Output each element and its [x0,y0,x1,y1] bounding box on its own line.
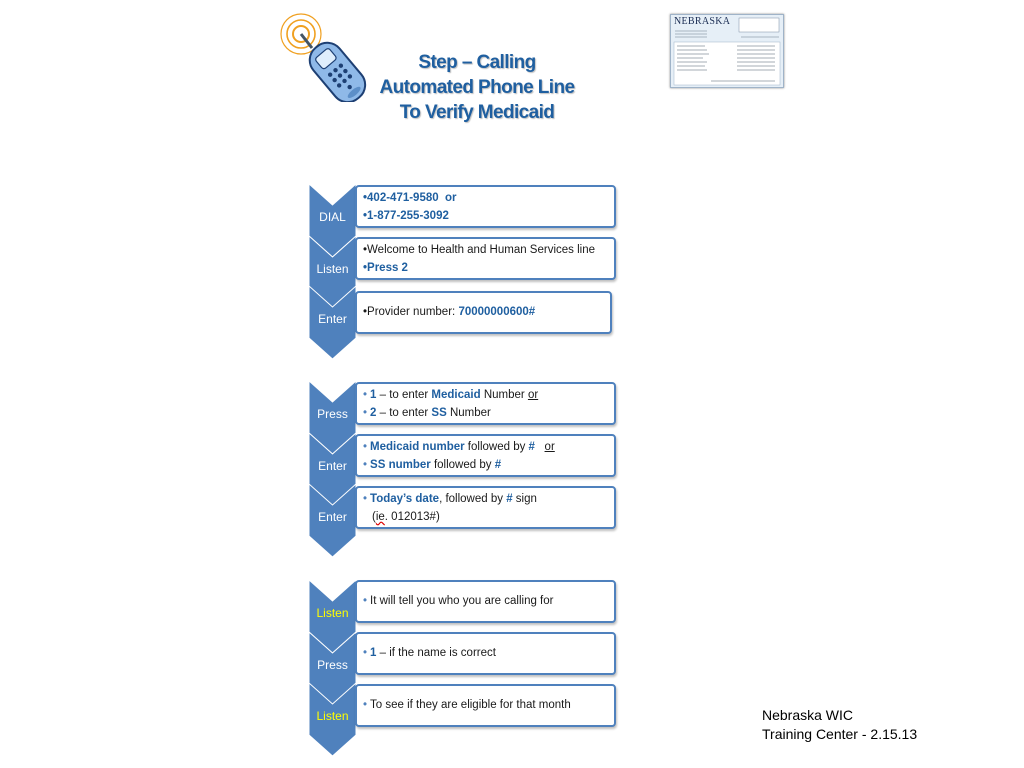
medicaid-card-image: NEBRASKA [670,14,784,88]
step-instruction-box: •It will tell you who you are calling fo… [355,580,616,623]
instruction-line: •Today’s date, followed by # sign [363,490,606,508]
instruction-line: •Provider number: 70000000600# [363,303,602,321]
step-instruction-box: •1 – if the name is correct [355,632,616,675]
step-label-dial: DIAL [319,210,346,224]
bullet-icon: • [363,699,368,711]
instruction-text: To see if they are eligible for that mon… [370,699,571,711]
title-line-2: Automated Phone Line [379,77,576,98]
instruction-text: ( [372,511,376,523]
instruction-line: •1-877-255-3092 [363,207,606,225]
step-instruction-box: •Provider number: 70000000600# [355,291,612,334]
step-label-listen: Listen [316,606,349,620]
instruction-text: Medicaid [431,389,481,401]
chevron-arrow-shape [309,433,356,507]
instruction-line: •It will tell you who you are calling fo… [363,592,606,610]
instruction-text: It will tell you who you are calling for [370,595,554,607]
chevron-arrow-shape [309,632,356,706]
chevron-arrow-shape [309,580,356,654]
instruction-text: or [544,441,555,453]
step-instruction-box: •Welcome to Health and Human Services li… [355,237,616,280]
chevron-arrow-shape [309,683,356,757]
instruction-text: SS number [370,459,431,471]
bullet-icon: • [363,441,368,453]
chevron-arrow-shape [309,381,356,455]
footer: Nebraska WIC Training Center - 2.15.13 [762,706,917,744]
chevron-arrow-shape [309,184,356,258]
instruction-text: SS [431,407,447,419]
instruction-text: , followed by [439,493,507,505]
page-title: Step – Calling Automated Phone Line To V… [340,50,614,125]
instruction-text: # [528,441,535,453]
instruction-text: 1 [370,389,377,401]
instruction-line: •1 – if the name is correct [363,644,606,662]
instruction-text: •1-877-255-3092 [363,210,449,222]
instruction-text: # [506,493,513,505]
step-instruction-box: •To see if they are eligible for that mo… [355,684,616,727]
title-line-1: Step – Calling [418,52,536,73]
instruction-line: •402-471-9580 or [363,189,606,207]
chevron-arrow-shape [309,484,356,558]
instruction-text: •402-471-9580 or [363,192,457,204]
step-label-listen: Listen [316,262,349,276]
instruction-line: •Welcome to Health and Human Services li… [363,241,606,259]
step-instruction-box: •Today’s date, followed by # sign(ie. 01… [355,486,616,529]
instruction-text: sign [512,493,537,505]
step-label-enter: Enter [318,312,347,326]
instruction-text: or [527,389,539,401]
instruction-line: (ie. 012013#) [363,508,606,526]
step-label-listen: Listen [316,709,349,723]
instruction-text: •Welcome to Health and Human Services li… [363,244,596,256]
step-label-enter: Enter [318,459,347,473]
instruction-text: Today’s date [370,493,440,505]
step-label-enter: Enter [318,510,347,524]
instruction-text: – to enter [376,389,432,401]
card-state-name: NEBRASKA [674,16,731,27]
instruction-text: # [494,459,502,471]
cell-phone-icon [280,13,367,102]
bullet-icon: • [363,647,368,659]
instruction-text: ie [375,511,385,523]
chevron-arrow-shape [309,236,356,310]
instruction-line: •Medicaid number followed by # or [363,438,606,456]
step-instruction-box: •1 – to enter Medicaid Number or•2 – to … [355,382,616,425]
instruction-line: •1 – to enter Medicaid Number or [363,386,606,404]
instruction-text [535,441,545,453]
instruction-line: •To see if they are eligible for that mo… [363,696,606,714]
instruction-text: Number [480,389,528,401]
bullet-icon: • [363,389,368,401]
title-line-3: To Verify Medicaid [399,102,555,123]
instruction-text: Number [446,407,491,419]
step-instruction-box: •402-471-9580 or •1-877-255-3092 [355,185,616,228]
instruction-text: . 012013#) [384,511,440,523]
step-label-press: Press [317,658,348,672]
instruction-text: followed by [464,441,529,453]
step-instruction-box: •Medicaid number followed by # or•SS num… [355,434,616,477]
instruction-line: •2 – to enter SS Number [363,404,606,422]
chevron-arrow-shape [309,286,356,360]
instruction-text: 2 [370,407,377,419]
card-details [673,17,781,86]
instruction-text: – if the name is correct [376,647,496,659]
instruction-text: Medicaid number [370,441,465,453]
instruction-text: 70000000600# [458,306,536,318]
bullet-icon: • [363,407,368,419]
bullet-icon: • [363,493,368,505]
instruction-line: •Press 2 [363,259,606,277]
footer-line-1: Nebraska WIC [762,707,854,723]
instruction-line: •SS number followed by # [363,456,606,474]
instruction-text: – to enter [376,407,432,419]
instruction-text: •Press 2 [363,262,408,274]
bullet-icon: • [363,459,368,471]
bullet-icon: • [363,595,368,607]
step-label-press: Press [317,407,348,421]
instruction-text: followed by [430,459,495,471]
footer-line-2: Training Center - 2.15.13 [762,726,918,742]
instruction-text: •Provider number: [363,306,459,318]
instruction-text: 1 [370,647,377,659]
